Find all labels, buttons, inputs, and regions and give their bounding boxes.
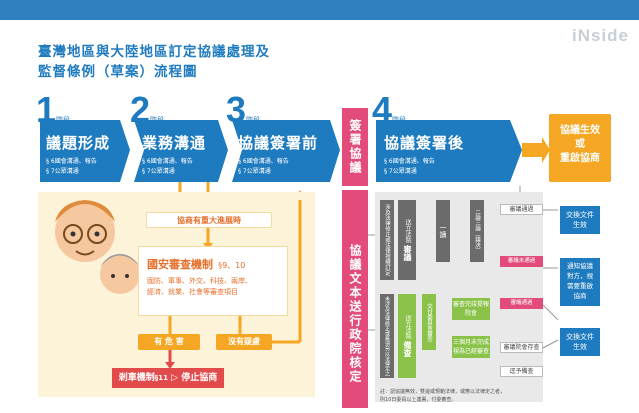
first-reading-box: 一讀	[436, 200, 450, 262]
stage-2-note-1: § 6國會溝通、報告	[142, 158, 193, 165]
renegotiate-box: 通知協議 對方，視 需要重啟 協商	[560, 258, 600, 306]
footnote: 註：認協議無效，雙邊或規範法律，或應以法律定之者， 則10日委員以上連署，付委審…	[380, 388, 540, 404]
title-line-1: 臺灣地區與大陸地區訂定協議處理及	[38, 44, 270, 60]
brake-section: §11	[154, 374, 169, 382]
stage-1-heading: 議題形成	[46, 134, 111, 152]
footnote-line-2: 則10日委員以上連署，付委審查。	[380, 397, 457, 403]
harmful-box: 有 危 害	[138, 334, 200, 350]
exchange-2-line-1: 交換文件	[566, 333, 594, 341]
sign-agreement-label: 簽署協議	[342, 108, 368, 186]
pass-review-2: 審議通過	[500, 298, 543, 309]
pass-review-1: 審議通過	[500, 204, 543, 215]
security-review-items: 國防、軍事、外交、科技、兩岸、 經濟、就業、社會等審查項目	[139, 272, 287, 298]
stage-1-box: 議題形成 § 6國會溝通、報告 § 7公眾溝通	[46, 132, 110, 177]
stage-4-number: 4階段	[372, 89, 407, 130]
watermark-logo: iNside	[571, 26, 629, 45]
title-line-2: 監督條例（草案）流程圖	[38, 64, 198, 80]
renegotiate-line-2: 對方，視	[567, 272, 593, 280]
effect-line-2: 或	[575, 139, 585, 150]
send-legislature-1: 送立法院 審議	[398, 200, 416, 280]
stage-4-to-effect-arrow	[522, 137, 550, 163]
send-executive-yuan-label: 協議文本送行政院核定	[342, 190, 368, 408]
stage-2-arrow	[134, 120, 228, 182]
stage-3-heading: 協議簽署前	[238, 134, 319, 152]
renegotiate-line-4: 協商	[573, 292, 587, 300]
stage-3-arrow	[232, 120, 340, 182]
stage-4-note-2: § 7公眾溝通	[384, 168, 417, 175]
review-label: 審議	[403, 244, 412, 261]
stage-2-heading: 業務溝通	[142, 134, 207, 152]
no-law-amendment-label: 未涉及法律修正或無須另以法律定之	[380, 294, 394, 378]
stage-2-number: 2階段	[130, 89, 165, 130]
exchange-effective-box-2: 交換文件 生效	[560, 328, 600, 356]
record-label: 備查	[403, 340, 412, 357]
stage-3-box: 協議簽署前 § 6國會溝通、報告 § 7公眾溝通	[238, 132, 318, 177]
security-items-line-2: 經濟、就業、社會等審查項目	[147, 288, 238, 296]
security-items-line-1: 國防、軍事、外交、科技、兩岸、	[147, 277, 252, 285]
footnote-line-1: 註：認協議無效，雙邊或規範法律，或應以法律定之者，	[380, 389, 506, 395]
committee-complete-box: 審查完竣提報院會	[452, 298, 490, 320]
dissent-box: 審議院會存查	[500, 342, 543, 353]
stage-2-box: 業務溝通 § 6國會溝通、報告 § 7公眾溝通	[142, 132, 206, 177]
no-concern-box: 沒有疑慮	[216, 334, 272, 350]
renegotiate-line-3: 需要重啟	[567, 282, 593, 290]
stage-3-note-1: § 6國會溝通、報告	[238, 158, 289, 165]
brake-mechanism-box: 剎車機制§11 ▷ 停止協商	[112, 368, 224, 388]
send-legislature-1-label: 送立法院	[404, 219, 411, 244]
stage-1-note-1: § 6國會溝通、報告	[46, 158, 97, 165]
effect-or-renegotiate-box: 協議生效 或 重啟協商	[549, 114, 611, 182]
brake-label: 剎車機制	[118, 373, 155, 383]
major-progress-box: 協商有重大進展時	[146, 212, 272, 228]
committee-review-box: 交付委員會審查	[422, 294, 436, 350]
stage-4-note-1: § 6國會溝通、報告	[384, 158, 435, 165]
stage-3-number: 3階段	[226, 89, 261, 130]
exchange-1-line-2: 生效	[573, 221, 587, 229]
stage-4-heading: 協議簽署後	[384, 134, 465, 152]
stage-2-note-2: § 7公眾溝通	[142, 168, 175, 175]
exchange-1-line-1: 交換文件	[566, 211, 594, 219]
stage-1-arrow	[40, 120, 130, 182]
three-months-box: 三個月未完成視為已經審查	[452, 336, 490, 358]
brake-stop-label: 停止協商	[181, 373, 218, 383]
top-bar	[0, 0, 639, 20]
renegotiate-line-1: 通知協議	[567, 262, 593, 270]
send-legislature-2-label: 送立法院	[404, 315, 411, 340]
exchange-2-line-2: 生效	[573, 343, 587, 351]
second-third-reading-box: 二讀三讀（議決）	[470, 200, 484, 262]
stage-3-note-2: § 7公眾溝通	[238, 168, 271, 175]
exchange-effective-box-1: 交換文件 生效	[560, 206, 600, 234]
stage-1-number: 1階段	[36, 89, 71, 130]
security-review-box: 國安審查機制 §9、10 國防、軍事、外交、科技、兩岸、 經濟、就業、社會等審查…	[138, 246, 288, 316]
page-title: 臺灣地區與大陸地區訂定協議處理及 監督條例（草案）流程圖	[38, 42, 270, 82]
deem-recorded-box: 逕予備查	[500, 366, 543, 377]
send-legislature-2: 送立法院 備查	[398, 294, 416, 378]
law-amendment-label: 涉及法律修正或法律授權訂定	[380, 200, 394, 280]
security-review-section: §9、10	[218, 261, 246, 270]
security-review-title: 國安審查機制	[147, 258, 213, 271]
stage-4-box: 協議簽署後 § 6國會溝通、報告 § 7公眾溝通	[384, 132, 464, 177]
effect-line-3: 重啟協商	[560, 153, 600, 164]
fail-review-1: 審議未通過	[500, 256, 543, 267]
stage-4-arrow	[376, 120, 522, 182]
stage-1-note-2: § 7公眾溝通	[46, 168, 79, 175]
effect-line-1: 協議生效	[560, 125, 600, 136]
